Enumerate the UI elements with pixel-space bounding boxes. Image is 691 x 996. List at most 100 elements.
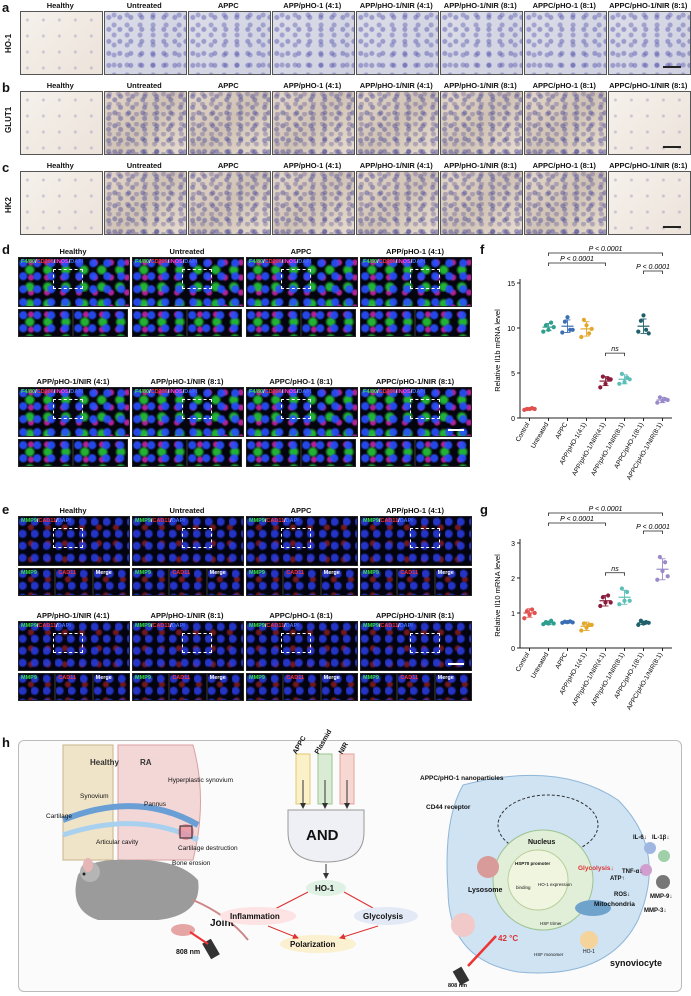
slash: /: [398, 623, 400, 629]
label-808nm-left: 808 nm: [176, 949, 200, 956]
synoviocyte-diagram: [446, 774, 670, 986]
stain-dapi: DAPI: [298, 259, 312, 265]
ihc-image: [272, 11, 355, 75]
fluorescence-inset: [415, 309, 470, 337]
stain-inos: iNOS: [283, 259, 297, 265]
slash: /: [263, 389, 265, 395]
ihc-image: [20, 171, 103, 235]
stain-legend: MMP9/CAD11/DAPI: [135, 623, 185, 629]
stain-f4-80: F4/80: [363, 259, 378, 265]
label-synoviocyte: synoviocyte: [610, 958, 662, 968]
zoom-box: [281, 528, 311, 548]
slash: /: [296, 259, 299, 265]
fluorescence-image: F4/80/CD206/iNOS/DAPI: [360, 387, 472, 437]
stain-mmp9: MMP9: [249, 518, 265, 524]
slash: /: [53, 389, 56, 395]
slash: /: [150, 623, 153, 629]
slash: /: [35, 259, 37, 265]
ihc-image: [608, 11, 691, 75]
stain-cad11: CAD11: [38, 623, 57, 629]
ihc-image: [20, 91, 103, 155]
data-point: [524, 609, 529, 614]
significance-label: P < 0.0001: [636, 524, 670, 531]
label-hsf-trimer: HSF trimer: [540, 921, 562, 926]
ihc-image: [524, 11, 607, 75]
stain-cad11: CAD11: [152, 518, 171, 524]
data-point: [617, 381, 622, 386]
panel-label-d: d: [2, 242, 10, 257]
group-header: Untreated: [169, 506, 205, 515]
stain-inos: iNOS: [283, 389, 297, 395]
fluorescence-inset: Merge: [320, 568, 358, 596]
group-header: APPC/pHO-1 (8:1): [532, 81, 596, 90]
stain-dapi: DAPI: [184, 259, 198, 265]
group-header: APPC/pHO-1/NIR (8:1): [609, 1, 688, 10]
data-point: [549, 320, 554, 325]
group-header: APPC/pHO-1 (8:1): [269, 377, 333, 386]
fluorescence-inset: CAD11: [55, 568, 93, 596]
label-appc: APPC: [292, 735, 308, 755]
label-ho1-expression: HO-1 expression: [538, 882, 572, 887]
slash: /: [149, 389, 151, 395]
stain-cad11: CAD11: [266, 623, 285, 629]
ihc-image: [188, 171, 271, 235]
ihc-row-label: GLUT1: [4, 106, 13, 133]
group-header: APP/pHO-1/NIR (8:1): [443, 1, 517, 10]
fluorescence-inset: [301, 309, 356, 337]
stain-dapi: DAPI: [70, 259, 84, 265]
label-mitochondria: Mitochondria: [594, 901, 635, 908]
stain-cd206: CD206: [36, 259, 54, 265]
fluorescence-inset: [301, 439, 356, 467]
stain-dapi: DAPI: [399, 623, 413, 629]
slash: /: [284, 518, 286, 524]
fluorescence-inset: [360, 439, 415, 467]
label-nir: NIR: [338, 742, 350, 756]
zoom-box: [410, 399, 440, 419]
label-808nm-right: 808 nm: [448, 983, 467, 989]
ihc-image: [188, 11, 271, 75]
slash: /: [150, 518, 153, 524]
inset-label: MMP9: [249, 570, 265, 576]
zoom-box: [53, 269, 83, 289]
group-header: Untreated: [169, 247, 205, 256]
data-point: [619, 586, 624, 591]
inset-label: CAD11: [172, 675, 191, 681]
slash: /: [398, 518, 400, 524]
slash: /: [182, 259, 185, 265]
fluorescence-inset: [187, 439, 242, 467]
data-point: [641, 313, 646, 318]
fluorescence-inset: MMP9: [246, 673, 284, 701]
data-point: [587, 331, 592, 336]
stain-legend: MMP9/CAD11/DAPI: [135, 518, 185, 524]
slash: /: [68, 259, 71, 265]
x-tick-label: Untreated: [530, 651, 551, 680]
stain-legend: MMP9/CAD11/DAPI: [249, 518, 299, 524]
fluorescence-image: F4/80/CD206/iNOS/DAPI: [132, 387, 244, 437]
inset-label: MMP9: [363, 675, 379, 681]
significance-label: ns: [611, 566, 619, 573]
label-inflammation: Inflammation: [230, 912, 280, 921]
ihc-image: [440, 171, 523, 235]
group-header: Healthy: [46, 1, 74, 10]
inset-label: Merge: [95, 675, 112, 681]
stain-cd206: CD206: [378, 259, 396, 265]
inset-label: Merge: [209, 570, 226, 576]
significance-bracket: [605, 352, 625, 357]
x-tick-label: APPC: [554, 651, 569, 670]
group-header: APPC: [217, 81, 239, 90]
fluorescence-inset: CAD11: [169, 673, 207, 701]
stain-inos: iNOS: [397, 259, 411, 265]
inset-label: Merge: [323, 570, 340, 576]
ihc-image: [356, 91, 439, 155]
inset-label: MMP9: [21, 675, 37, 681]
stain-legend: F4/80/CD206/iNOS/DAPI: [249, 259, 311, 265]
data-point: [636, 329, 641, 334]
ihc-image: [608, 171, 691, 235]
inset-label: CAD11: [286, 570, 305, 576]
panel-label-c: c: [2, 160, 10, 175]
group-header: APP/pHO-1 (4:1): [283, 81, 342, 90]
slash: /: [263, 259, 265, 265]
stain-cd206: CD206: [378, 389, 396, 395]
fluorescence-image: MMP9/CAD11/DAPI: [360, 516, 472, 566]
fluorescence-image: MMP9/CAD11/DAPI: [246, 516, 358, 566]
